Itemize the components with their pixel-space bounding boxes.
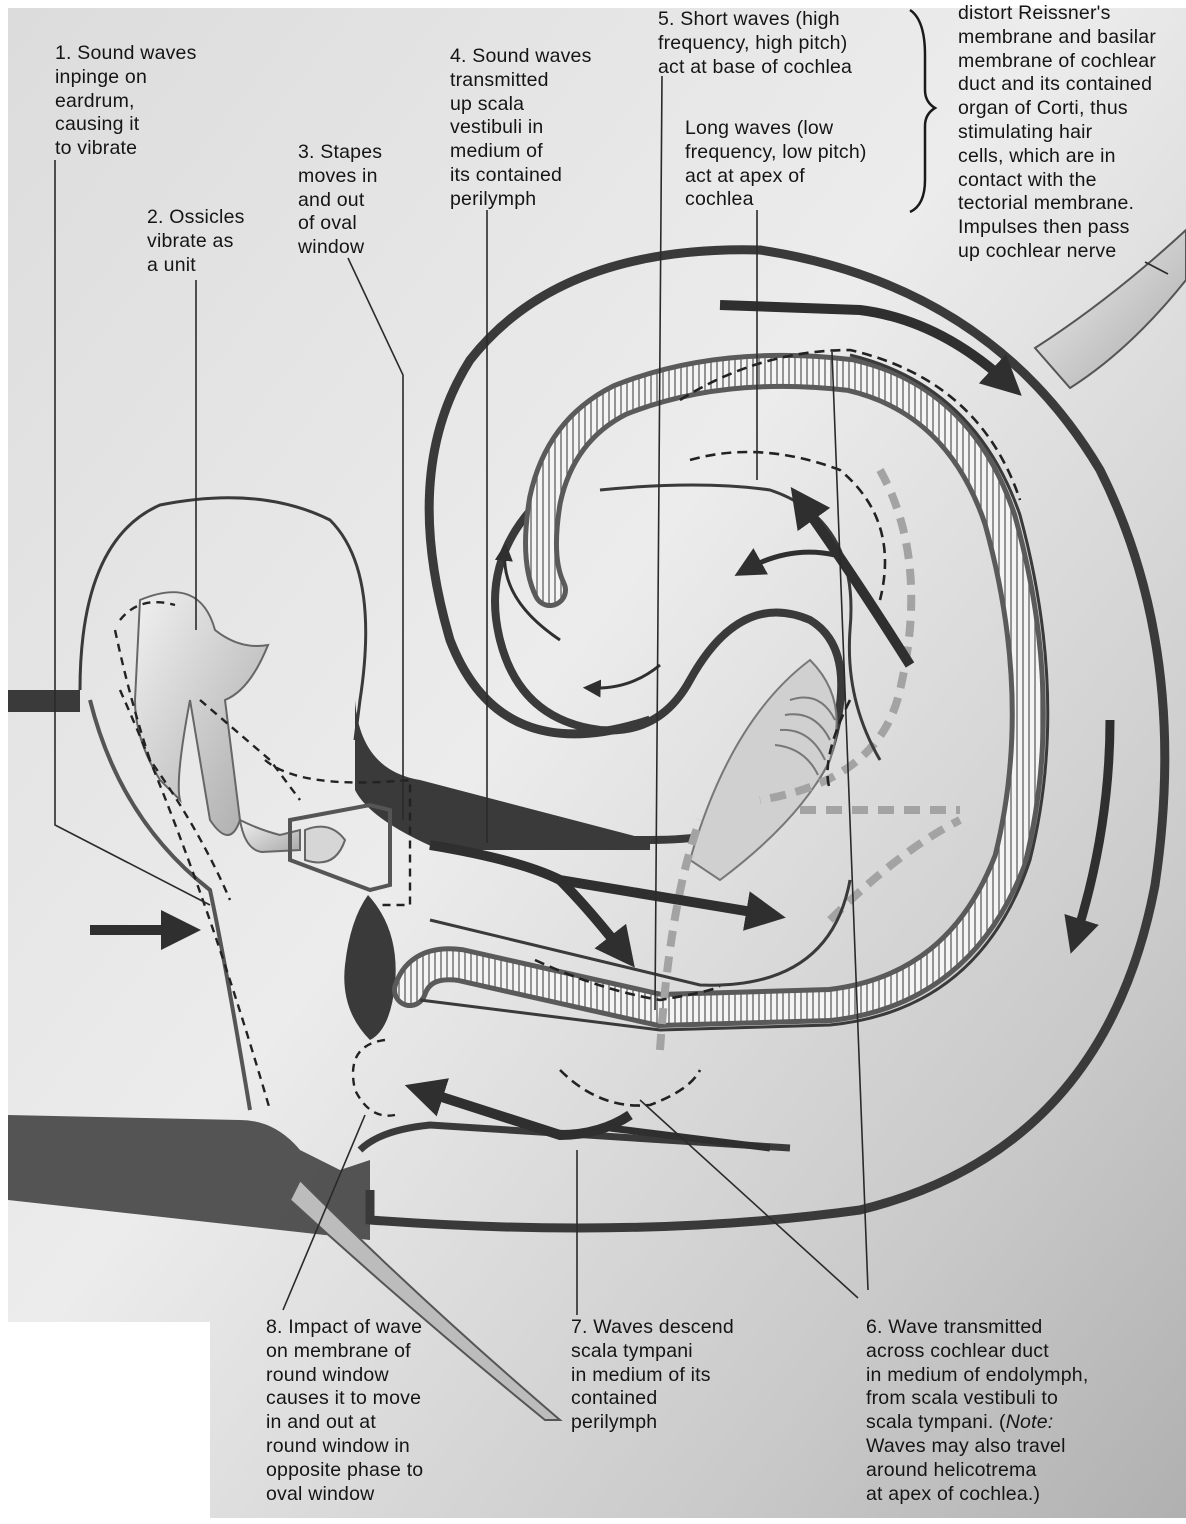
- label-step8: 8. Impact of wave on membrane of round w…: [266, 1316, 423, 1506]
- label-step5-long: Long waves (low frequency, low pitch) ac…: [685, 117, 867, 212]
- label-step2: 2. Ossicles vibrate as a unit: [147, 206, 245, 277]
- label-step5-effect: distort Reissner's membrane and basilar …: [958, 2, 1156, 264]
- upper-bone-wall: [8, 690, 80, 712]
- label-step1: 1. Sound waves inpinge on eardrum, causi…: [55, 42, 197, 161]
- label-step7: 7. Waves descend scala tympani in medium…: [571, 1316, 734, 1435]
- label-step6: 6. Wave transmitted across cochlear duct…: [866, 1316, 1088, 1506]
- label-step3: 3. Stapes moves in and out of oval windo…: [298, 141, 382, 260]
- label-step6-text: 6. Wave transmitted across cochlear duct…: [866, 1316, 1088, 1433]
- blank-corner: [0, 1322, 210, 1524]
- label-step5-short: 5. Short waves (high frequency, high pit…: [658, 8, 852, 79]
- label-step6-note: Note:: [1006, 1411, 1054, 1433]
- label-step4: 4. Sound waves transmitted up scala vest…: [450, 45, 592, 212]
- label-step6-rest: Waves may also travel around helicotrema…: [866, 1435, 1066, 1505]
